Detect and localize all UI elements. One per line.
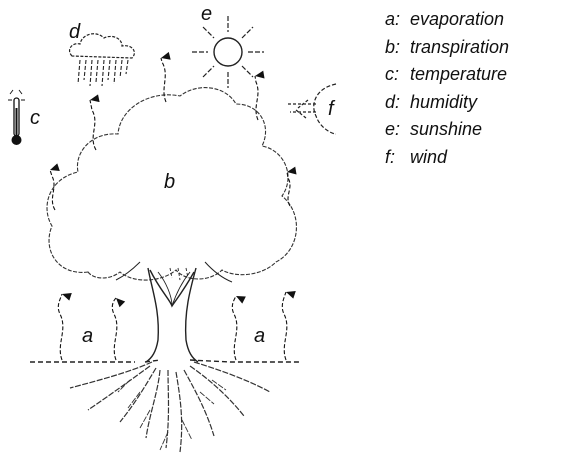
tree-trunk (115, 261, 233, 363)
legend-item-wind: f: wind (385, 144, 509, 172)
label-transpiration: b (164, 171, 175, 193)
legend-key: d: (385, 91, 401, 112)
legend-key: b: (385, 36, 401, 57)
legend-text: humidity (410, 91, 478, 112)
label-sunshine: e (201, 3, 212, 25)
legend-item-evaporation: a: evaporation (385, 6, 509, 34)
legend-item-sunshine: e: sunshine (385, 116, 509, 144)
transpiration-arrows (49, 51, 297, 211)
ground-line (30, 359, 300, 363)
label-wind: f (328, 98, 336, 120)
legend-item-transpiration: b: transpiration (385, 34, 509, 62)
tree-canopy (46, 87, 297, 281)
legend-text: evaporation (410, 9, 505, 29)
evaporation-arrows-left (57, 293, 126, 361)
label-temperature: c (30, 107, 40, 129)
wind-icon (286, 83, 337, 135)
legend-item-humidity: d: humidity (385, 89, 509, 117)
legend-key: c: (385, 64, 400, 84)
tree-roots (69, 361, 271, 453)
sun-icon (192, 16, 264, 88)
legend-text: sunshine (410, 119, 483, 139)
label-humidity: d (69, 21, 81, 43)
thermometer-icon (8, 89, 25, 145)
legend-key: f: (385, 146, 396, 167)
legend: a: evaporation b: transpiration c: temperat… (385, 6, 509, 171)
legend-text: wind (410, 146, 448, 167)
rain-cloud-icon (68, 33, 135, 87)
label-evaporation-left: a (82, 325, 93, 347)
legend-key: a: (385, 9, 401, 29)
legend-key: e: (385, 119, 401, 139)
evaporation-arrows-right (231, 291, 296, 361)
legend-item-temperature: c: temperature (385, 61, 509, 89)
legend-text: transpiration (410, 36, 510, 57)
legend-text: temperature (410, 64, 508, 84)
label-evaporation-right: a (254, 325, 265, 347)
